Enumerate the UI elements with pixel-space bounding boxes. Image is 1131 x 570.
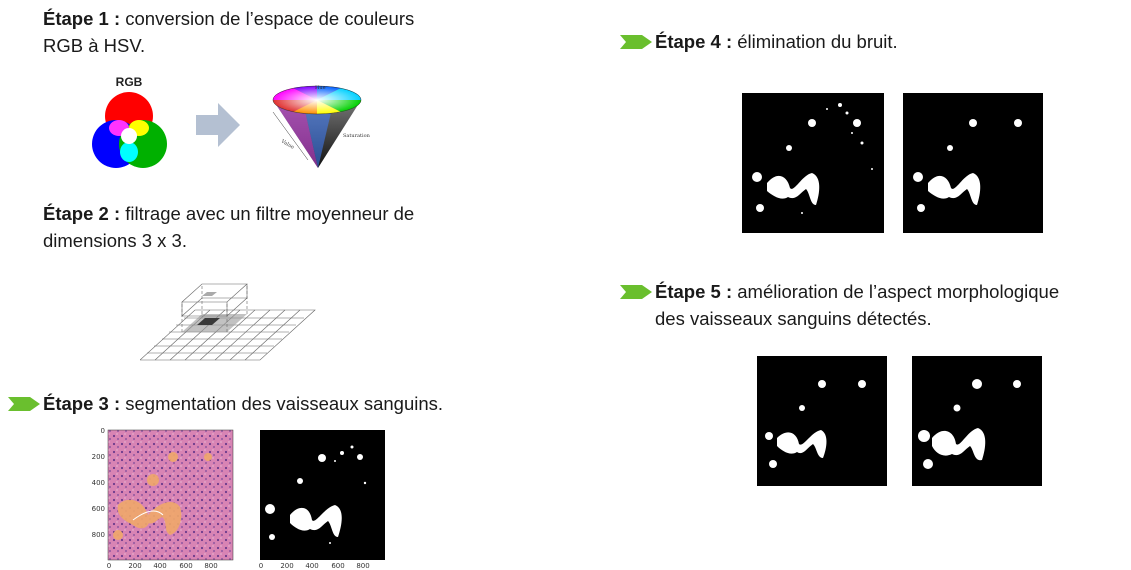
x-tick: 0 (107, 562, 111, 570)
mean-filter-grid-diagram (140, 283, 316, 361)
x-tick: 200 (280, 562, 293, 570)
x-tick: 0 (259, 562, 263, 570)
step4-line1: élimination du bruit. (737, 31, 898, 52)
step5-line1: amélioration de l’aspect morphologique (737, 281, 1060, 302)
y-tick: 200 (92, 453, 105, 461)
step4-bullet-arrow-icon (620, 35, 652, 49)
step2-title: Étape 2 : (43, 203, 121, 224)
morphology-before-mask (757, 356, 887, 486)
tissue-histology-plot: 0 200 400 600 800 0 200 400 600 800 (92, 427, 234, 570)
x-tick: 800 (356, 562, 369, 570)
step1-line1: conversion de l’espace de couleurs (125, 8, 415, 29)
step5-text: Étape 5 : amélioration de l’aspect morph… (655, 278, 1059, 332)
x-tick: 800 (204, 562, 217, 570)
segmentation-mask-plot: 0 200 400 600 800 (259, 430, 385, 570)
step5-line2: des vaisseaux sanguins détectés. (655, 308, 932, 329)
x-tick: 600 (331, 562, 344, 570)
step2-line2: dimensions 3 x 3. (43, 230, 187, 251)
step2-line1: filtrage avec un filtre moyenneur de (125, 203, 415, 224)
step3-bullet-arrow-icon (8, 397, 40, 411)
step3-line1: segmentation des vaisseaux sanguins. (125, 393, 444, 414)
x-tick: 400 (153, 562, 166, 570)
morphology-after-mask (912, 356, 1042, 486)
x-tick: 200 (128, 562, 141, 570)
step1-title: Étape 1 : (43, 8, 121, 29)
step2-text: Étape 2 : filtrage avec un filtre moyenn… (43, 200, 414, 254)
hsv-hue-label: Hue (315, 85, 326, 91)
y-tick: 400 (92, 479, 105, 487)
y-tick: 600 (92, 505, 105, 513)
rgb-venn-diagram: RGB (92, 75, 167, 168)
hsv-value-label: Value (279, 138, 295, 151)
hsv-saturation-label: Saturation (343, 133, 371, 139)
step4-text: Étape 4 : élimination du bruit. (655, 28, 898, 55)
step5-title: Étape 5 : (655, 281, 733, 302)
x-axis-ticks: 0 200 400 600 800 (107, 562, 218, 570)
step3-text: Étape 3 : segmentation des vaisseaux san… (43, 390, 443, 417)
step1-text: Étape 1 : conversion de l’espace de coul… (43, 5, 414, 59)
y-tick: 800 (92, 531, 105, 539)
step1-line2: RGB à HSV. (43, 35, 146, 56)
conversion-arrow-icon (196, 103, 240, 147)
noise-after-mask (903, 93, 1043, 233)
x-tick: 600 (179, 562, 192, 570)
x-tick: 400 (305, 562, 318, 570)
step5-bullet-arrow-icon (620, 285, 652, 299)
noise-before-mask (742, 93, 884, 233)
step4-title: Étape 4 : (655, 31, 733, 52)
step3-title: Étape 3 : (43, 393, 121, 414)
rgb-label: RGB (116, 75, 143, 89)
y-tick: 0 (101, 427, 105, 435)
y-axis-ticks: 0 200 400 600 800 (92, 427, 105, 539)
hsv-cone-diagram: Hue Saturation Value (272, 85, 371, 168)
